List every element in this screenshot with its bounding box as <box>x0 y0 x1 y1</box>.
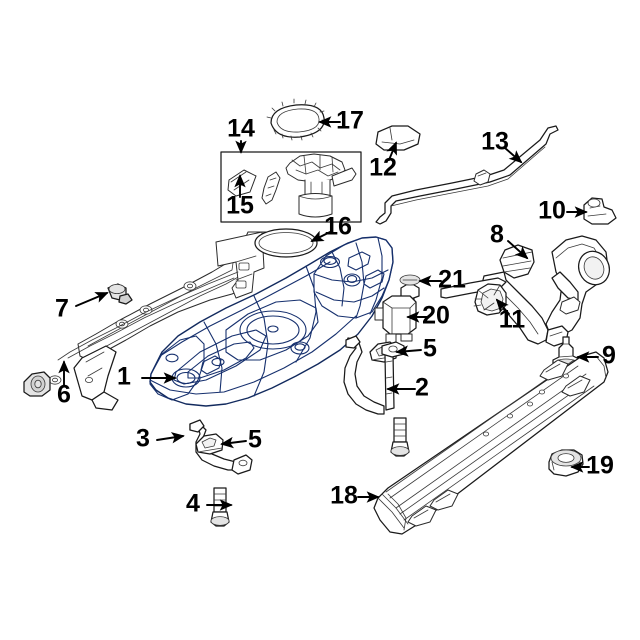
callout-number-canister-mounting-bolt: 21 <box>438 266 466 294</box>
callout-number-strap-bolt: 4 <box>186 490 200 518</box>
callout-number-filler-pipe-shield: 12 <box>369 154 397 182</box>
callout-fuel-filler-pipe[interactable]: 8 <box>490 221 529 260</box>
callout-number-filler-hose-clamp: 11 <box>499 306 526 334</box>
callout-number-fuel-line-clip: 10 <box>538 197 566 225</box>
part-fuel-line-clip <box>583 197 617 225</box>
callout-fuel-pump-lock-ring[interactable]: 17 <box>318 107 364 135</box>
callout-number-fuel-filler-pipe: 8 <box>490 221 504 249</box>
callout-leader-fuel-filler-pipe <box>507 240 529 260</box>
callout-number-fuel-pump-lock-ring: 17 <box>336 107 364 135</box>
callout-frame-rail-grommet[interactable]: 7 <box>55 292 109 323</box>
callout-fuel-pump-float-sender[interactable]: 15 <box>226 174 254 220</box>
callout-number-filler-pipe-bolt: 9 <box>602 342 616 370</box>
part-strap-bolt-front <box>210 487 230 527</box>
part-fuel-tank-skid-plate <box>373 351 609 535</box>
callout-fuel-line-clip[interactable]: 10 <box>538 197 588 225</box>
callout-leader-filler-hose-clamp <box>495 298 510 315</box>
callout-strap-bracket-nut-rear[interactable]: 5 <box>395 335 437 363</box>
part-evap-canister-valve <box>374 295 417 344</box>
callout-strap-bolt[interactable]: 4 <box>186 490 233 518</box>
callout-strap-bracket-nut[interactable]: 5 <box>220 426 262 454</box>
callout-fuel-tank-strap-front[interactable]: 3 <box>136 425 185 453</box>
part-fuel-tank-seal-ring <box>254 228 318 258</box>
part-frame-rail-assembly <box>48 231 273 385</box>
callout-filler-pipe-shield[interactable]: 12 <box>369 141 397 182</box>
callout-number-fuel-tank-seal-ring: 16 <box>324 213 352 241</box>
callout-fuel-vapor-tube[interactable]: 13 <box>481 128 523 164</box>
callout-fuel-tank[interactable]: 1 <box>117 363 177 391</box>
part-fuel-tank-strap-front <box>189 419 253 475</box>
part-fuel-vapor-tube <box>375 125 559 225</box>
callout-number-fuel-vapor-tube: 13 <box>481 128 509 156</box>
callout-filler-hose-clamp[interactable]: 11 <box>495 298 526 334</box>
callout-number-fuel-tank-skid-plate: 18 <box>330 482 358 510</box>
callout-number-skid-plate-grommet: 19 <box>586 452 614 480</box>
callout-skid-plate-grommet[interactable]: 19 <box>570 452 614 480</box>
callout-leader-filler-pipe-shield <box>386 141 397 161</box>
callout-fuel-tank-skid-plate[interactable]: 18 <box>330 482 380 510</box>
part-skid-plate-bracket <box>73 345 119 411</box>
part-fuel-pump-lock-ring <box>266 98 327 141</box>
callout-canister-mounting-bolt[interactable]: 21 <box>418 266 466 294</box>
callout-number-frame-rail-grommet: 7 <box>55 295 69 323</box>
callout-leader-fuel-tank-strap-front <box>156 432 185 444</box>
callout-number-strap-bracket-nut-rear: 5 <box>423 335 437 363</box>
part-fuel-tank <box>149 236 394 407</box>
callout-number-fuel-pump-assembly: 14 <box>227 115 255 143</box>
part-frame-rail-grommet <box>107 283 133 305</box>
callout-fuel-tank-seal-ring[interactable]: 16 <box>310 213 352 242</box>
part-filler-pipe-shield <box>375 125 421 151</box>
callout-skid-plate-bracket[interactable]: 6 <box>57 360 71 409</box>
callout-number-skid-plate-bracket: 6 <box>57 381 71 409</box>
callout-leader-fuel-tank-seal-ring <box>310 230 331 242</box>
callout-leader-frame-rail-grommet <box>75 292 109 307</box>
callout-evap-canister-valve[interactable]: 20 <box>406 302 450 330</box>
fuel-pump-module <box>285 153 357 218</box>
part-strap-bracket-nut-front <box>195 433 224 455</box>
callout-number-fuel-tank-strap-rear: 2 <box>415 374 429 402</box>
part-strap-bolt-rear <box>390 417 410 457</box>
callout-leader-strap-bracket-nut <box>220 436 247 449</box>
part-skid-plate-grommet <box>548 449 584 477</box>
callout-number-fuel-tank: 1 <box>117 363 131 391</box>
callout-fuel-pump-assembly[interactable]: 14 <box>227 115 255 154</box>
callout-filler-pipe-bolt[interactable]: 9 <box>576 342 616 370</box>
callout-number-fuel-pump-float-sender: 15 <box>226 192 254 220</box>
part-frame-rail-plug <box>23 371 51 397</box>
callout-leader-fuel-vapor-tube <box>504 147 523 164</box>
callout-number-strap-bracket-nut: 5 <box>248 426 262 454</box>
callout-fuel-tank-strap-rear[interactable]: 2 <box>386 374 429 402</box>
part-fuel-pump-float-sender <box>261 171 281 205</box>
callout-number-evap-canister-valve: 20 <box>422 302 450 330</box>
callout-leader-strap-bracket-nut-rear <box>395 345 422 357</box>
part-fuel-filler-pipe <box>440 235 611 347</box>
callout-number-fuel-tank-strap-front: 3 <box>136 425 150 453</box>
